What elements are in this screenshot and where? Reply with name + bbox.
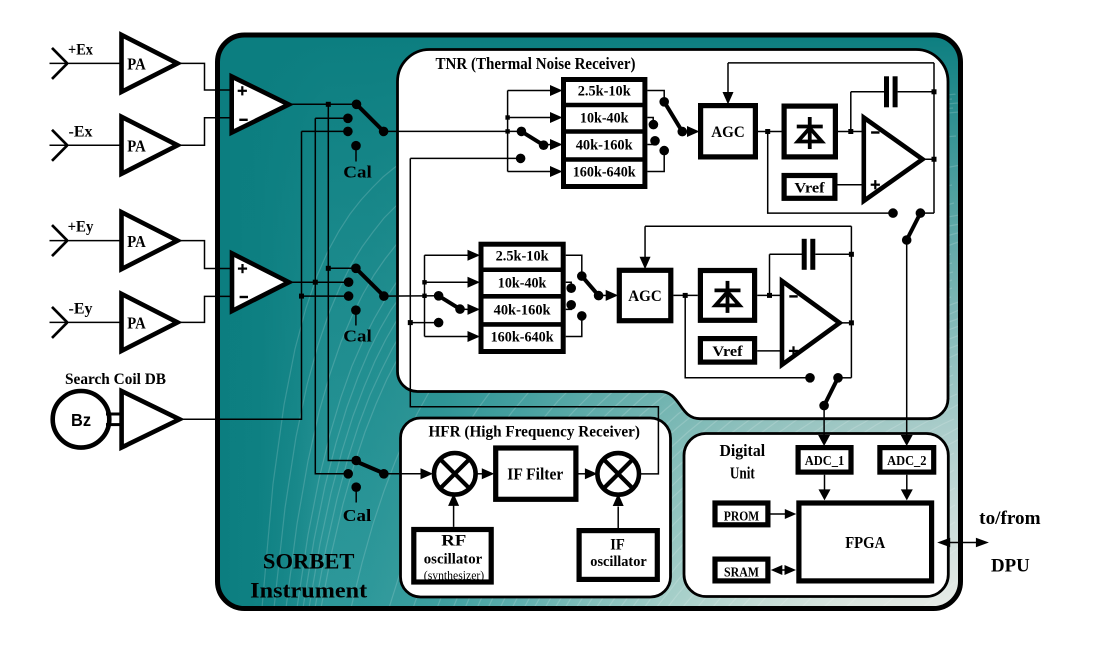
svg-text:Digital: Digital xyxy=(720,441,766,460)
svg-text:ADC_1: ADC_1 xyxy=(805,453,845,468)
svg-text:IF: IF xyxy=(610,537,625,554)
svg-text:PA: PA xyxy=(127,314,146,333)
svg-text:PA: PA xyxy=(127,232,146,251)
svg-text:HFR (High Frequency Receiver): HFR (High Frequency Receiver) xyxy=(428,424,640,441)
svg-text:160k-640k: 160k-640k xyxy=(491,330,555,346)
svg-text:Cal: Cal xyxy=(343,327,372,346)
svg-text:-Ey: -Ey xyxy=(69,300,93,317)
svg-text:SRAM: SRAM xyxy=(724,565,759,580)
svg-text:40k-160k: 40k-160k xyxy=(494,303,552,319)
svg-text:oscillator: oscillator xyxy=(424,551,483,567)
svg-text:DPU: DPU xyxy=(991,556,1030,577)
svg-text:PA: PA xyxy=(127,137,146,156)
svg-text:2.5k-10k: 2.5k-10k xyxy=(578,84,632,100)
svg-text:IF Filter: IF Filter xyxy=(507,465,563,484)
svg-text:PROM: PROM xyxy=(724,508,760,523)
svg-text:Cal: Cal xyxy=(343,506,372,525)
svg-text:-Ex: -Ex xyxy=(69,123,93,140)
svg-text:160k-640k: 160k-640k xyxy=(573,165,637,181)
svg-text:+Ex: +Ex xyxy=(68,41,93,58)
svg-text:PA: PA xyxy=(127,55,146,74)
svg-text:AGC: AGC xyxy=(628,288,662,305)
svg-text:TNR (Thermal Noise Receiver): TNR (Thermal Noise Receiver) xyxy=(436,54,636,73)
svg-text:FPGA: FPGA xyxy=(845,533,886,552)
svg-text:Bz: Bz xyxy=(71,410,91,430)
svg-text:oscillator: oscillator xyxy=(590,554,647,570)
svg-text:Instrument: Instrument xyxy=(250,577,368,602)
svg-text:2.5k-10k: 2.5k-10k xyxy=(496,248,550,264)
svg-text:10k-40k: 10k-40k xyxy=(580,111,629,127)
svg-text:ADC_2: ADC_2 xyxy=(887,453,927,468)
svg-text:SORBET: SORBET xyxy=(263,549,355,574)
svg-text:Unit: Unit xyxy=(730,464,755,483)
svg-text:40k-160k: 40k-160k xyxy=(576,138,634,154)
svg-text:Cal: Cal xyxy=(343,163,372,182)
svg-text:RF: RF xyxy=(441,532,466,549)
svg-text:to/from: to/from xyxy=(979,509,1041,529)
svg-text:Vref: Vref xyxy=(794,181,825,197)
svg-text:Vref: Vref xyxy=(712,344,743,360)
svg-text:10k-40k: 10k-40k xyxy=(498,275,547,291)
svg-text:+Ey: +Ey xyxy=(68,219,94,236)
svg-text:AGC: AGC xyxy=(711,124,745,141)
svg-text:(synthesizer): (synthesizer) xyxy=(424,569,484,583)
svg-text:Search Coil DB: Search Coil DB xyxy=(65,371,166,388)
